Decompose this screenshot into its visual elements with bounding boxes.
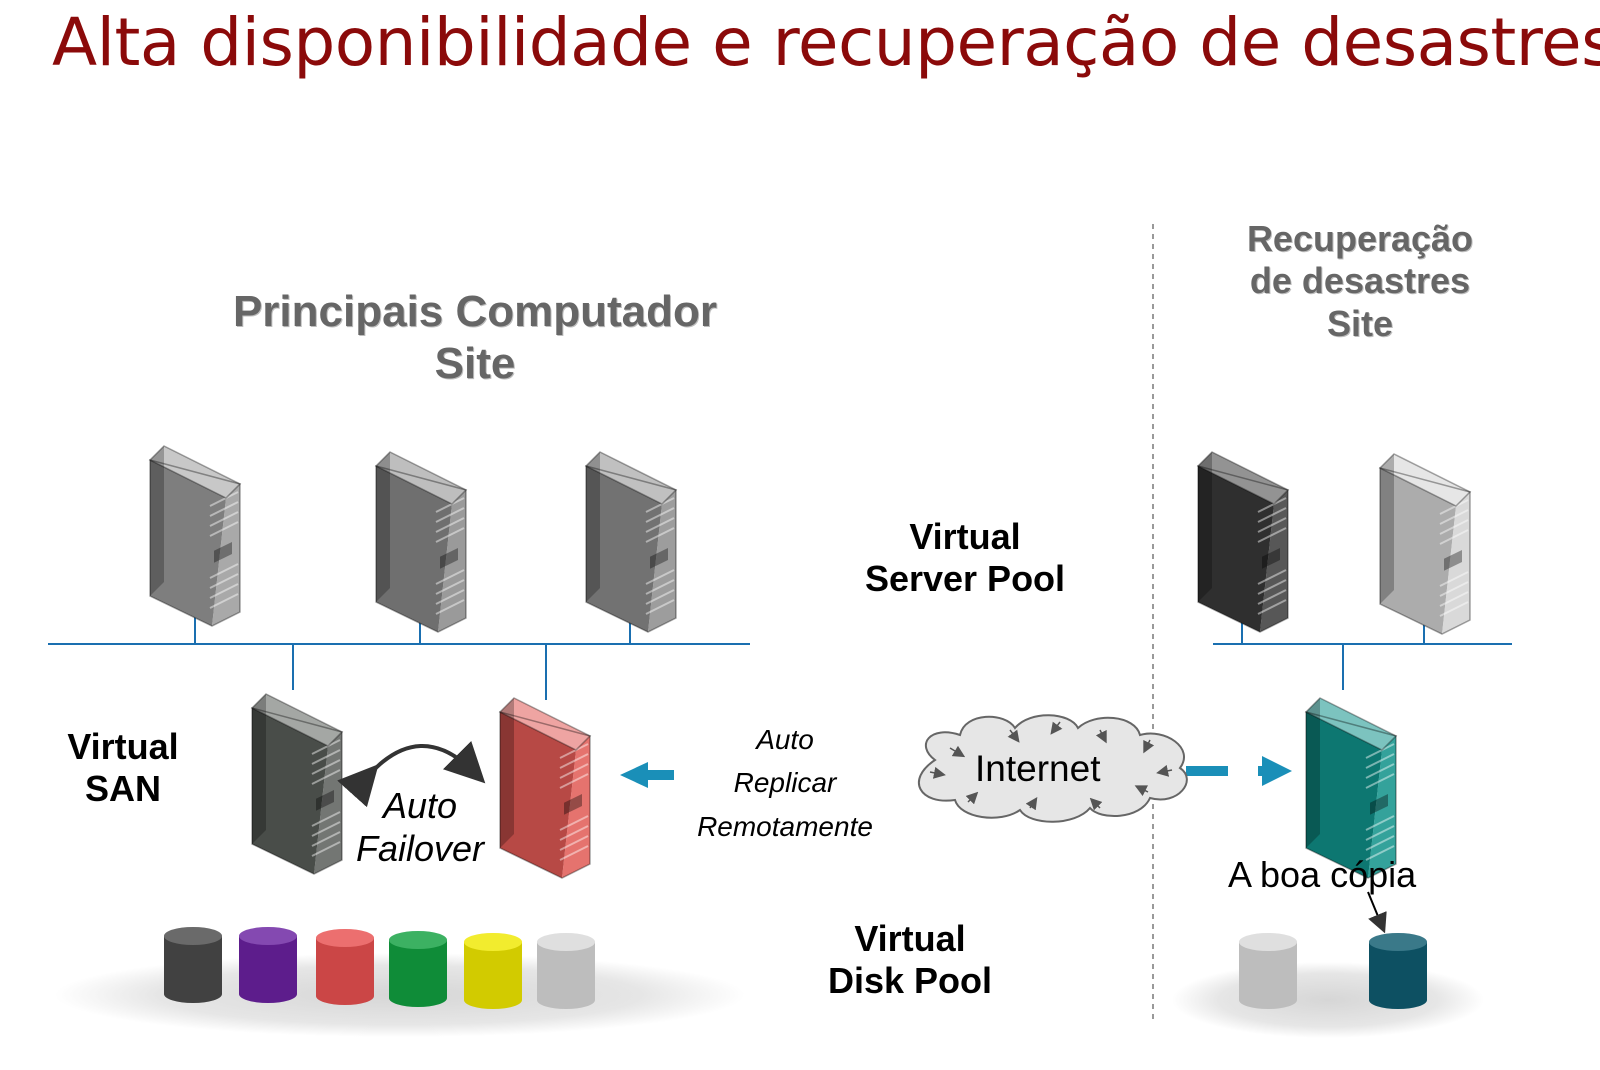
dr-site-title-line1: Recuperação xyxy=(1246,218,1474,259)
disk-group xyxy=(164,927,1427,1009)
disk-cylinder-icon xyxy=(239,927,297,1003)
replicate-line1: Auto xyxy=(756,724,814,755)
primary-site-title: Principais Computador Site xyxy=(205,286,745,390)
san-server-rack-icon xyxy=(251,693,343,875)
failover-line2: Failover xyxy=(355,828,485,870)
failover-line1: Auto xyxy=(382,785,458,826)
dr-san-server-rack-icon xyxy=(1305,697,1397,879)
server-rack-icon xyxy=(375,451,467,633)
primary-network xyxy=(48,606,750,700)
san-label: Virtual SAN xyxy=(48,726,198,811)
san-active-server-rack-icon xyxy=(499,697,591,879)
server-pool-line2: Server Pool xyxy=(864,558,1066,600)
replicate-line3: Remotamente xyxy=(697,810,873,842)
replicate-label: Auto Replicar Remotamente xyxy=(680,718,890,848)
primary-site-title-line2: Site xyxy=(434,338,516,388)
replication-arrow-icon xyxy=(1186,756,1292,786)
disk-cylinder-icon xyxy=(1369,933,1427,1009)
server-pool-label: Virtual Server Pool xyxy=(840,516,1090,601)
server-rack-icon xyxy=(1379,453,1471,635)
cloud-icon xyxy=(917,714,1188,823)
good-copy-label: A boa cópia xyxy=(1228,854,1417,895)
server-rack-icon xyxy=(1197,451,1289,633)
page-title: Alta disponibilidade e recuperação de de… xyxy=(52,4,1600,81)
san-line2: SAN xyxy=(84,768,161,810)
replicate-line2: Replicar xyxy=(733,767,837,799)
failover-arrow-icon xyxy=(337,740,486,808)
disk-cylinder-icon xyxy=(537,933,595,1009)
dr-disk-pool-plate xyxy=(1172,962,1484,1038)
dr-site-title: Recuperação de desastres Site xyxy=(1200,218,1520,345)
disk-cylinder-icon xyxy=(1239,933,1297,1009)
dr-site-title-line3: Site xyxy=(1326,302,1394,344)
disk-cylinder-icon xyxy=(464,933,522,1009)
server-pool-line1: Virtual xyxy=(909,516,1021,557)
dr-site-title-line2: de desastres xyxy=(1249,260,1471,302)
replication-arrow-icon xyxy=(620,762,674,788)
primary-site-title-line1: Principais Computador xyxy=(232,287,718,336)
disk-pool-line2: Disk Pool xyxy=(827,960,993,1002)
disk-cylinder-icon xyxy=(389,931,447,1007)
failover-label: Auto Failover xyxy=(330,784,510,870)
disk-cylinder-icon xyxy=(164,927,222,1003)
server-rack-icon xyxy=(149,445,241,627)
internet-label: Internet xyxy=(975,748,1101,789)
disk-pool-line1: Virtual xyxy=(854,918,966,959)
disk-pool-label: Virtual Disk Pool xyxy=(805,918,1015,1003)
san-line1: Virtual xyxy=(67,726,179,767)
good-copy-arrow-icon xyxy=(1367,891,1387,934)
disk-cylinder-icon xyxy=(316,929,374,1005)
server-rack-icon xyxy=(585,451,677,633)
